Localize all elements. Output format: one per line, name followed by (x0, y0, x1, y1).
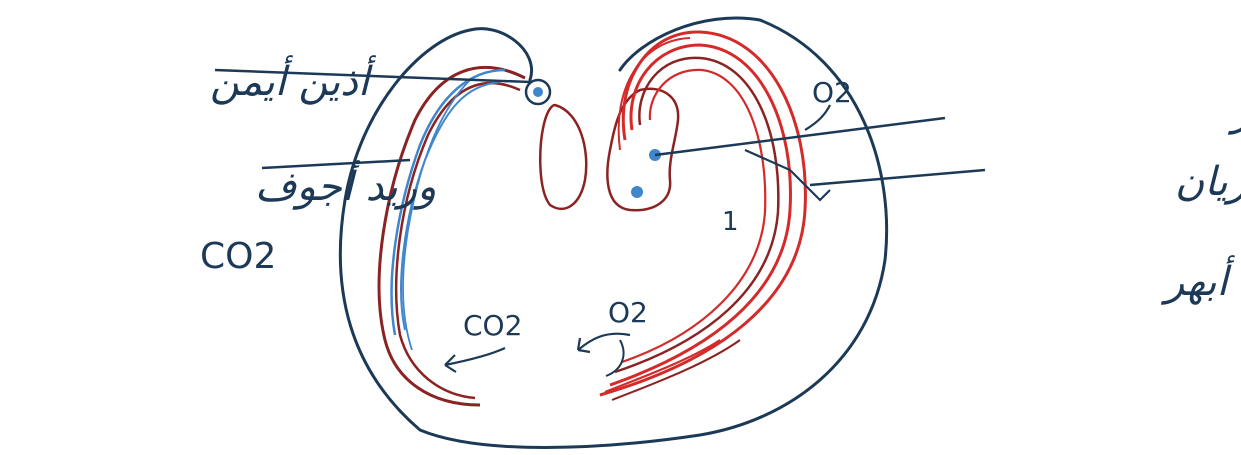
outer-boundary-top-left (470, 29, 532, 80)
label-number-mark: 1 (722, 207, 739, 237)
heart-left-side (607, 89, 678, 210)
arterial-vessel (600, 32, 805, 400)
label-aorta-line1: شريان (1175, 159, 1241, 205)
label-vena-cava: وريد أجوف (255, 160, 436, 210)
co2-arrow (445, 348, 505, 372)
label-o2-top-right: O2 (812, 76, 852, 109)
label-o2-bottom: O2 (608, 296, 648, 329)
label-right-atrium: أذين أيمن (210, 55, 377, 105)
label-co2-left: CO2 (200, 236, 276, 277)
label-aorta-line2: أبهر (1160, 255, 1236, 305)
label-co2-bottom: CO2 (463, 309, 522, 342)
leader-aorta (810, 170, 985, 185)
heart-right-side (526, 80, 586, 209)
label-left-ventricle: بطين أيسر (1227, 85, 1241, 135)
venous-vessel (379, 67, 525, 405)
right-ventricle-chamber (540, 105, 586, 209)
